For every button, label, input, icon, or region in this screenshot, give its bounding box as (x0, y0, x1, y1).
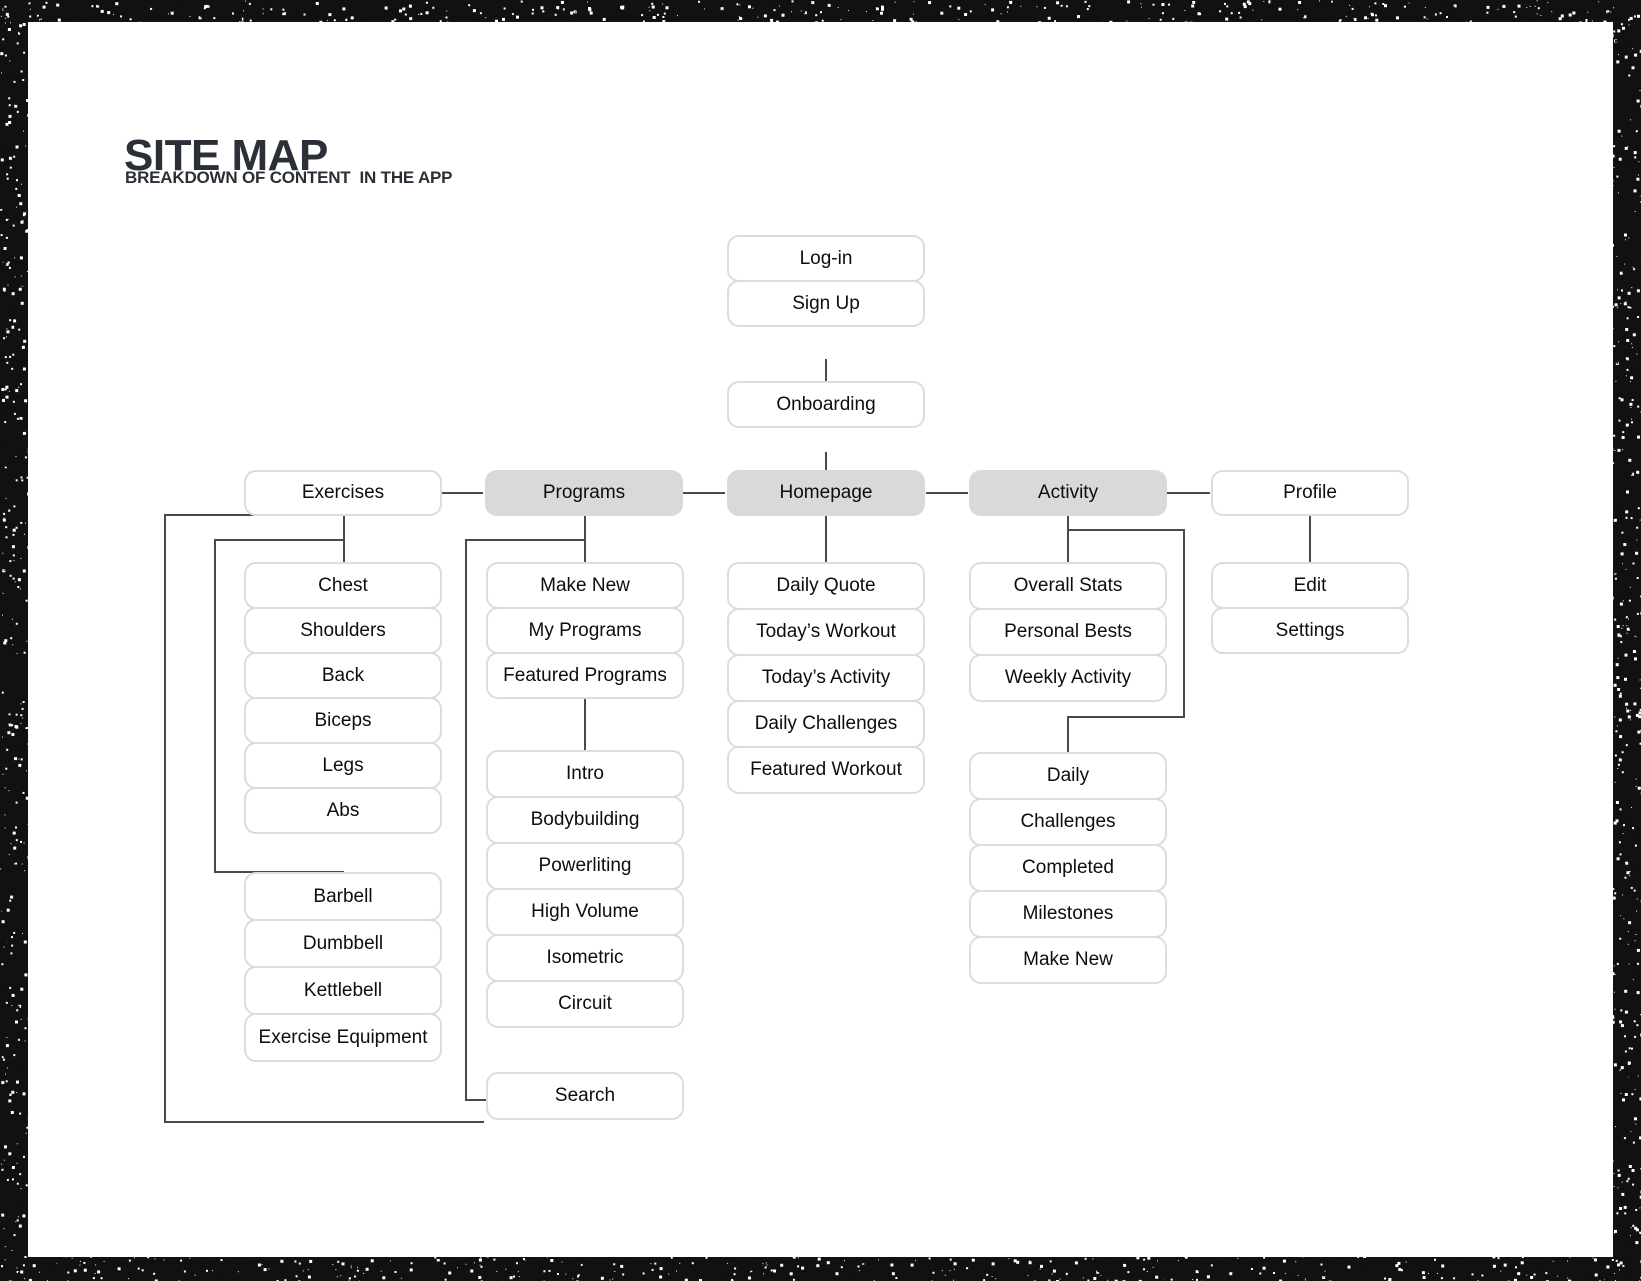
node-challenges[interactable]: Challenges (969, 798, 1167, 846)
node-milestones[interactable]: Milestones (969, 890, 1167, 938)
node-barbell[interactable]: Barbell (244, 872, 442, 921)
programs-main: Make New My Programs Featured Programs (486, 562, 684, 699)
node-homepage[interactable]: Homepage (727, 470, 925, 516)
activity-stats: Overall Stats Personal Bests Weekly Acti… (969, 562, 1167, 702)
node-featured-workout[interactable]: Featured Workout (727, 746, 925, 794)
node-weekly-activity[interactable]: Weekly Activity (969, 654, 1167, 702)
nav-profile: Profile (1211, 470, 1409, 516)
node-featured-programs[interactable]: Featured Programs (486, 652, 684, 699)
node-kettlebell[interactable]: Kettlebell (244, 966, 442, 1015)
profile-sections: Edit Settings (1211, 562, 1409, 654)
node-programs[interactable]: Programs (485, 470, 683, 516)
node-bodybuilding[interactable]: Bodybuilding (486, 796, 684, 844)
node-exercises[interactable]: Exercises (244, 470, 442, 516)
page-title: SITE MAP (124, 131, 328, 181)
exercises-equipment: Barbell Dumbbell Kettlebell Exercise Equ… (244, 872, 442, 1062)
node-circuit[interactable]: Circuit (486, 980, 684, 1028)
node-edit[interactable]: Edit (1211, 562, 1409, 609)
nav-programs: Programs (485, 470, 683, 516)
node-daily[interactable]: Daily (969, 752, 1167, 800)
node-make-new-challenge[interactable]: Make New (969, 936, 1167, 984)
site-map-page: SITE MAP BREAKDOWN OF CONTENT IN THE APP (28, 22, 1613, 1257)
node-isometric[interactable]: Isometric (486, 934, 684, 982)
node-shoulders[interactable]: Shoulders (244, 607, 442, 654)
node-biceps[interactable]: Biceps (244, 697, 442, 744)
nav-homepage: Homepage (727, 470, 925, 516)
node-overall-stats[interactable]: Overall Stats (969, 562, 1167, 610)
node-onboarding[interactable]: Onboarding (727, 381, 925, 428)
node-powerliting[interactable]: Powerliting (486, 842, 684, 890)
node-dumbbell[interactable]: Dumbbell (244, 919, 442, 968)
programs-types: Intro Bodybuilding Powerliting High Volu… (486, 750, 684, 1028)
node-back[interactable]: Back (244, 652, 442, 699)
wire-activity-challenges (1067, 529, 1185, 752)
node-search[interactable]: Search (486, 1072, 684, 1120)
node-intro[interactable]: Intro (486, 750, 684, 798)
exercises-muscle-groups: Chest Shoulders Back Biceps Legs Abs (244, 562, 442, 834)
node-chest[interactable]: Chest (244, 562, 442, 609)
node-high-volume[interactable]: High Volume (486, 888, 684, 936)
node-activity[interactable]: Activity (969, 470, 1167, 516)
node-exercise-equipment[interactable]: Exercise Equipment (244, 1013, 442, 1062)
node-personal-bests[interactable]: Personal Bests (969, 608, 1167, 656)
connector-layer (164, 359, 1311, 1123)
nav-activity: Activity (969, 470, 1167, 516)
search-group: Search (486, 1072, 684, 1120)
activity-challenges: Daily Challenges Completed Milestones Ma… (969, 752, 1167, 984)
node-log-in[interactable]: Log-in (727, 235, 925, 282)
page-subtitle: BREAKDOWN OF CONTENT IN THE APP (125, 168, 453, 187)
node-sign-up[interactable]: Sign Up (727, 280, 925, 327)
node-my-programs[interactable]: My Programs (486, 607, 684, 654)
auth-group: Log-in Sign Up (727, 235, 925, 327)
nav-exercises: Exercises (244, 470, 442, 516)
homepage-sections: Daily Quote Today’s Workout Today’s Acti… (727, 562, 925, 794)
node-todays-activity[interactable]: Today’s Activity (727, 654, 925, 702)
node-settings[interactable]: Settings (1211, 607, 1409, 654)
onboarding-group: Onboarding (727, 381, 925, 428)
node-abs[interactable]: Abs (244, 787, 442, 834)
node-profile[interactable]: Profile (1211, 470, 1409, 516)
node-daily-quote[interactable]: Daily Quote (727, 562, 925, 610)
node-make-new-program[interactable]: Make New (486, 562, 684, 609)
node-legs[interactable]: Legs (244, 742, 442, 789)
node-todays-workout[interactable]: Today’s Workout (727, 608, 925, 656)
node-daily-challenges[interactable]: Daily Challenges (727, 700, 925, 748)
node-completed[interactable]: Completed (969, 844, 1167, 892)
